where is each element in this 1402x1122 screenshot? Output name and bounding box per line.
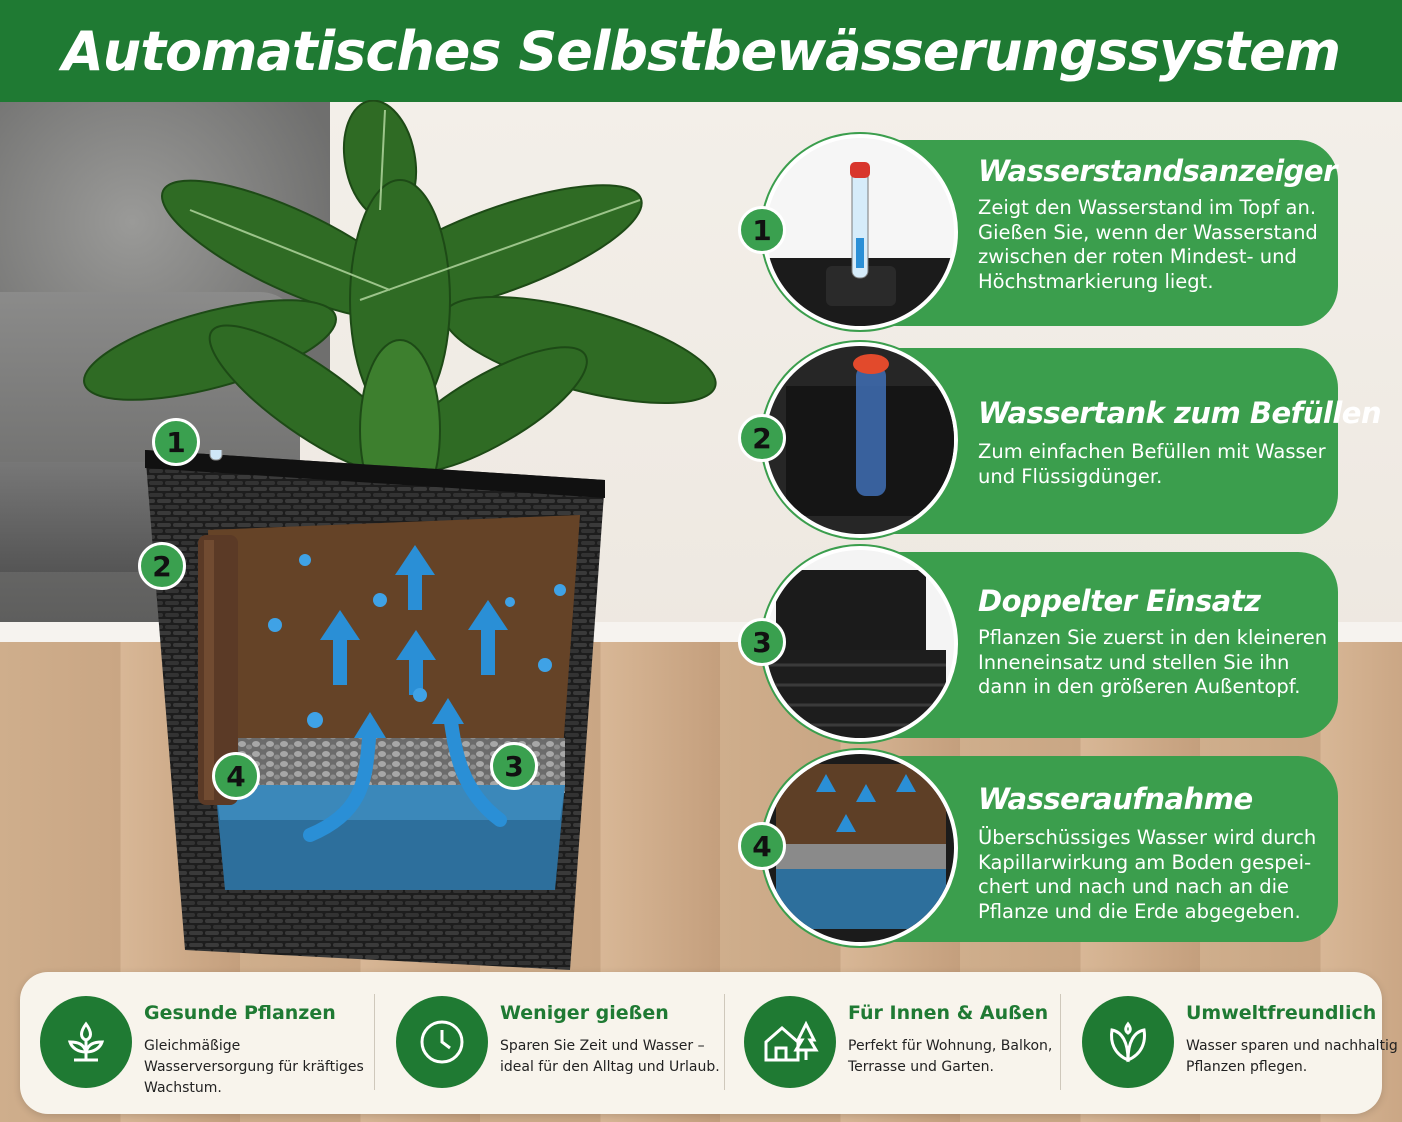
- feature-text: Zeigt den Wasserstand im Topf an. Gießen…: [978, 196, 1318, 293]
- feature-text: Pflanzen Sie zuerst in den kleineren Inn…: [978, 626, 1328, 698]
- sprout-icon: [40, 996, 132, 1088]
- feature-title: Doppelter Einsatz: [978, 584, 1261, 618]
- benefit-title: Gesunde Pflanzen: [144, 1002, 336, 1024]
- header-banner: Automatisches Selbstbewässerungssystem: [0, 0, 1402, 102]
- benefit-text: Gleichmäßige Wasserversorgung für kräfti…: [144, 1038, 364, 1096]
- feature-title: Wasseraufnahme: [978, 782, 1253, 816]
- feature-text: Zum einfachen Befüllen mit Wasser und Fl…: [978, 440, 1326, 488]
- feature-title: Wasserstandsanzeiger: [978, 154, 1337, 188]
- benefit-title: Weniger gießen: [500, 1002, 669, 1024]
- leaf-icon: [1082, 996, 1174, 1088]
- feature-image-water-level: [762, 134, 958, 330]
- feature-image-water-absorption: [762, 750, 958, 946]
- page-title: Automatisches Selbstbewässerungssystem: [62, 19, 1341, 83]
- diagram-badge-2: 2: [138, 542, 186, 590]
- divider: [1060, 994, 1061, 1090]
- benefit-healthy-plants: Gesunde Pflanzen Gleichmäßige Wasservers…: [20, 972, 370, 1114]
- diagram-badge-3: 3: [490, 742, 538, 790]
- feature-text: Überschüssiges Wasser wird durch Kapilla…: [978, 826, 1317, 923]
- benefit-title: Umweltfreundlich: [1186, 1002, 1377, 1024]
- feature-card-water-level: Wasserstandsanzeiger Zeigt den Wassersta…: [880, 140, 1338, 326]
- diagram-badge-4: 4: [212, 752, 260, 800]
- benefit-title: Für Innen & Außen: [848, 1002, 1049, 1024]
- plant-illustration: [83, 100, 717, 520]
- benefit-less-watering: Weniger gießen Sparen Sie Zeit und Wasse…: [376, 972, 720, 1114]
- feature-title: Wassertank zum Befüllen: [978, 396, 1382, 430]
- clock-icon: [396, 996, 488, 1088]
- water-level-indicator-image: [766, 138, 954, 326]
- feature-badge-1: 1: [738, 206, 786, 254]
- house-tree-icon: [744, 996, 836, 1088]
- water-absorption-image: [766, 754, 954, 942]
- benefit-eco-friendly: Umweltfreundlich Wasser sparen und nachh…: [1062, 972, 1398, 1114]
- feature-badge-3: 3: [738, 618, 786, 666]
- benefits-bar: Gesunde Pflanzen Gleichmäßige Wasservers…: [20, 972, 1398, 1114]
- benefit-text: Wasser sparen und nachhaltig Pflanzen pf…: [1186, 1038, 1398, 1075]
- pot-cross-section: [145, 450, 605, 970]
- feature-image-water-tank: [762, 342, 958, 538]
- divider: [724, 994, 725, 1090]
- feature-badge-4: 4: [738, 822, 786, 870]
- diagram-badge-1: 1: [152, 418, 200, 466]
- feature-badge-2: 2: [738, 414, 786, 462]
- double-insert-image: [766, 550, 954, 738]
- feature-image-double-insert: [762, 546, 958, 742]
- benefit-text: Sparen Sie Zeit und Wasser – ideal für d…: [500, 1038, 720, 1075]
- benefit-indoor-outdoor: Für Innen & Außen Perfekt für Wohnung, B…: [724, 972, 1064, 1114]
- water-tank-image: [766, 346, 954, 534]
- divider: [374, 994, 375, 1090]
- benefit-text: Perfekt für Wohnung, Balkon, Terrasse un…: [848, 1038, 1053, 1075]
